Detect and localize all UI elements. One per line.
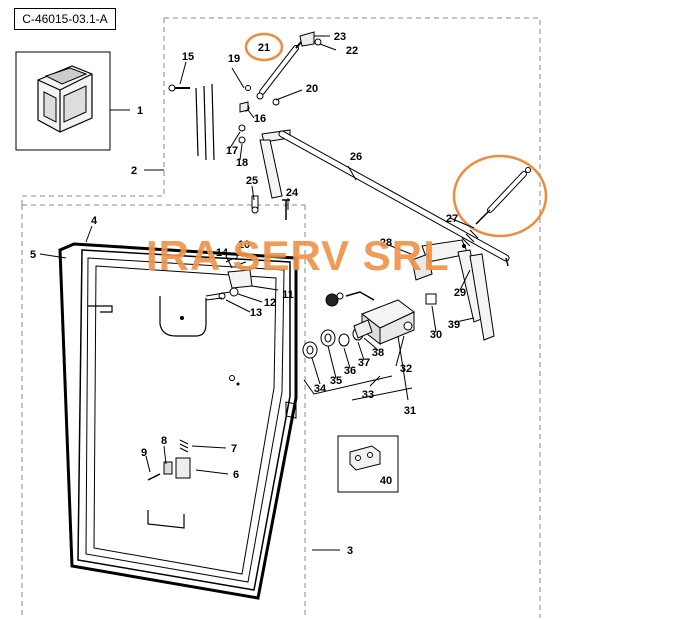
callout-17: 17 [226,145,238,157]
callout-8: 8 [161,435,167,447]
callout-30: 30 [430,329,442,341]
upper-assembly-boundary [21,17,541,618]
watermark-text: IRA SERV SRL [146,232,450,279]
callout-33: 33 [362,389,374,401]
callout-27: 27 [446,213,458,225]
leader-lines [39,35,475,551]
drawing-code: C-46015-03.1-A [22,12,108,26]
callout-11: 11 [282,289,294,301]
callout-1: 1 [137,105,143,117]
callout-35: 35 [330,375,342,387]
callout-15: 15 [182,51,194,63]
callout-24: 24 [286,187,299,199]
callout-7: 7 [231,443,237,455]
callout-19: 19 [228,53,240,65]
callout-23: 23 [334,31,346,43]
callout-34: 34 [314,383,327,395]
right-gas-strut [461,167,531,247]
door-frame [58,242,298,600]
callout-28: 28 [380,237,392,249]
callout-29: 29 [454,287,466,299]
callout-12: 12 [264,297,276,309]
callout-38: 38 [372,347,384,359]
lock-cylinder-assembly [302,291,437,401]
callout-21: 21 [258,42,270,54]
drawing-code-box: C-46015-03.1-A [14,8,116,30]
cab-thumbnail [15,51,111,151]
callout-25: 25 [246,175,258,187]
callout-4: 4 [91,215,98,227]
callout-37: 37 [358,357,370,369]
highlight-circle-strut [452,154,548,238]
callout-36: 36 [344,365,356,377]
callout-13: 13 [250,307,262,319]
callout-32: 32 [400,363,412,375]
callout-9: 9 [141,447,147,459]
part-40-box [337,435,399,493]
callout-39: 39 [448,319,460,331]
highlight-circle-21 [244,32,284,62]
callout-3: 3 [347,545,353,557]
callout-31: 31 [404,405,416,417]
callout-26: 26 [350,151,362,163]
callout-labels: 1 2 3 4 5 6 7 8 9 10 11 12 13 14 15 16 1… [30,31,466,557]
right-bracket [411,239,495,341]
callout-5: 5 [30,249,36,261]
door-latch-parts [147,257,253,481]
callout-14: 14 [216,247,229,259]
callout-6: 6 [233,469,239,481]
callout-2: 2 [131,165,137,177]
callout-16: 16 [254,113,266,125]
callout-20: 20 [306,83,318,95]
hinge-rods [168,83,215,161]
callout-18: 18 [236,157,248,169]
callout-22: 22 [346,45,358,57]
callout-40: 40 [380,475,392,487]
callout-10: 10 [238,239,250,251]
